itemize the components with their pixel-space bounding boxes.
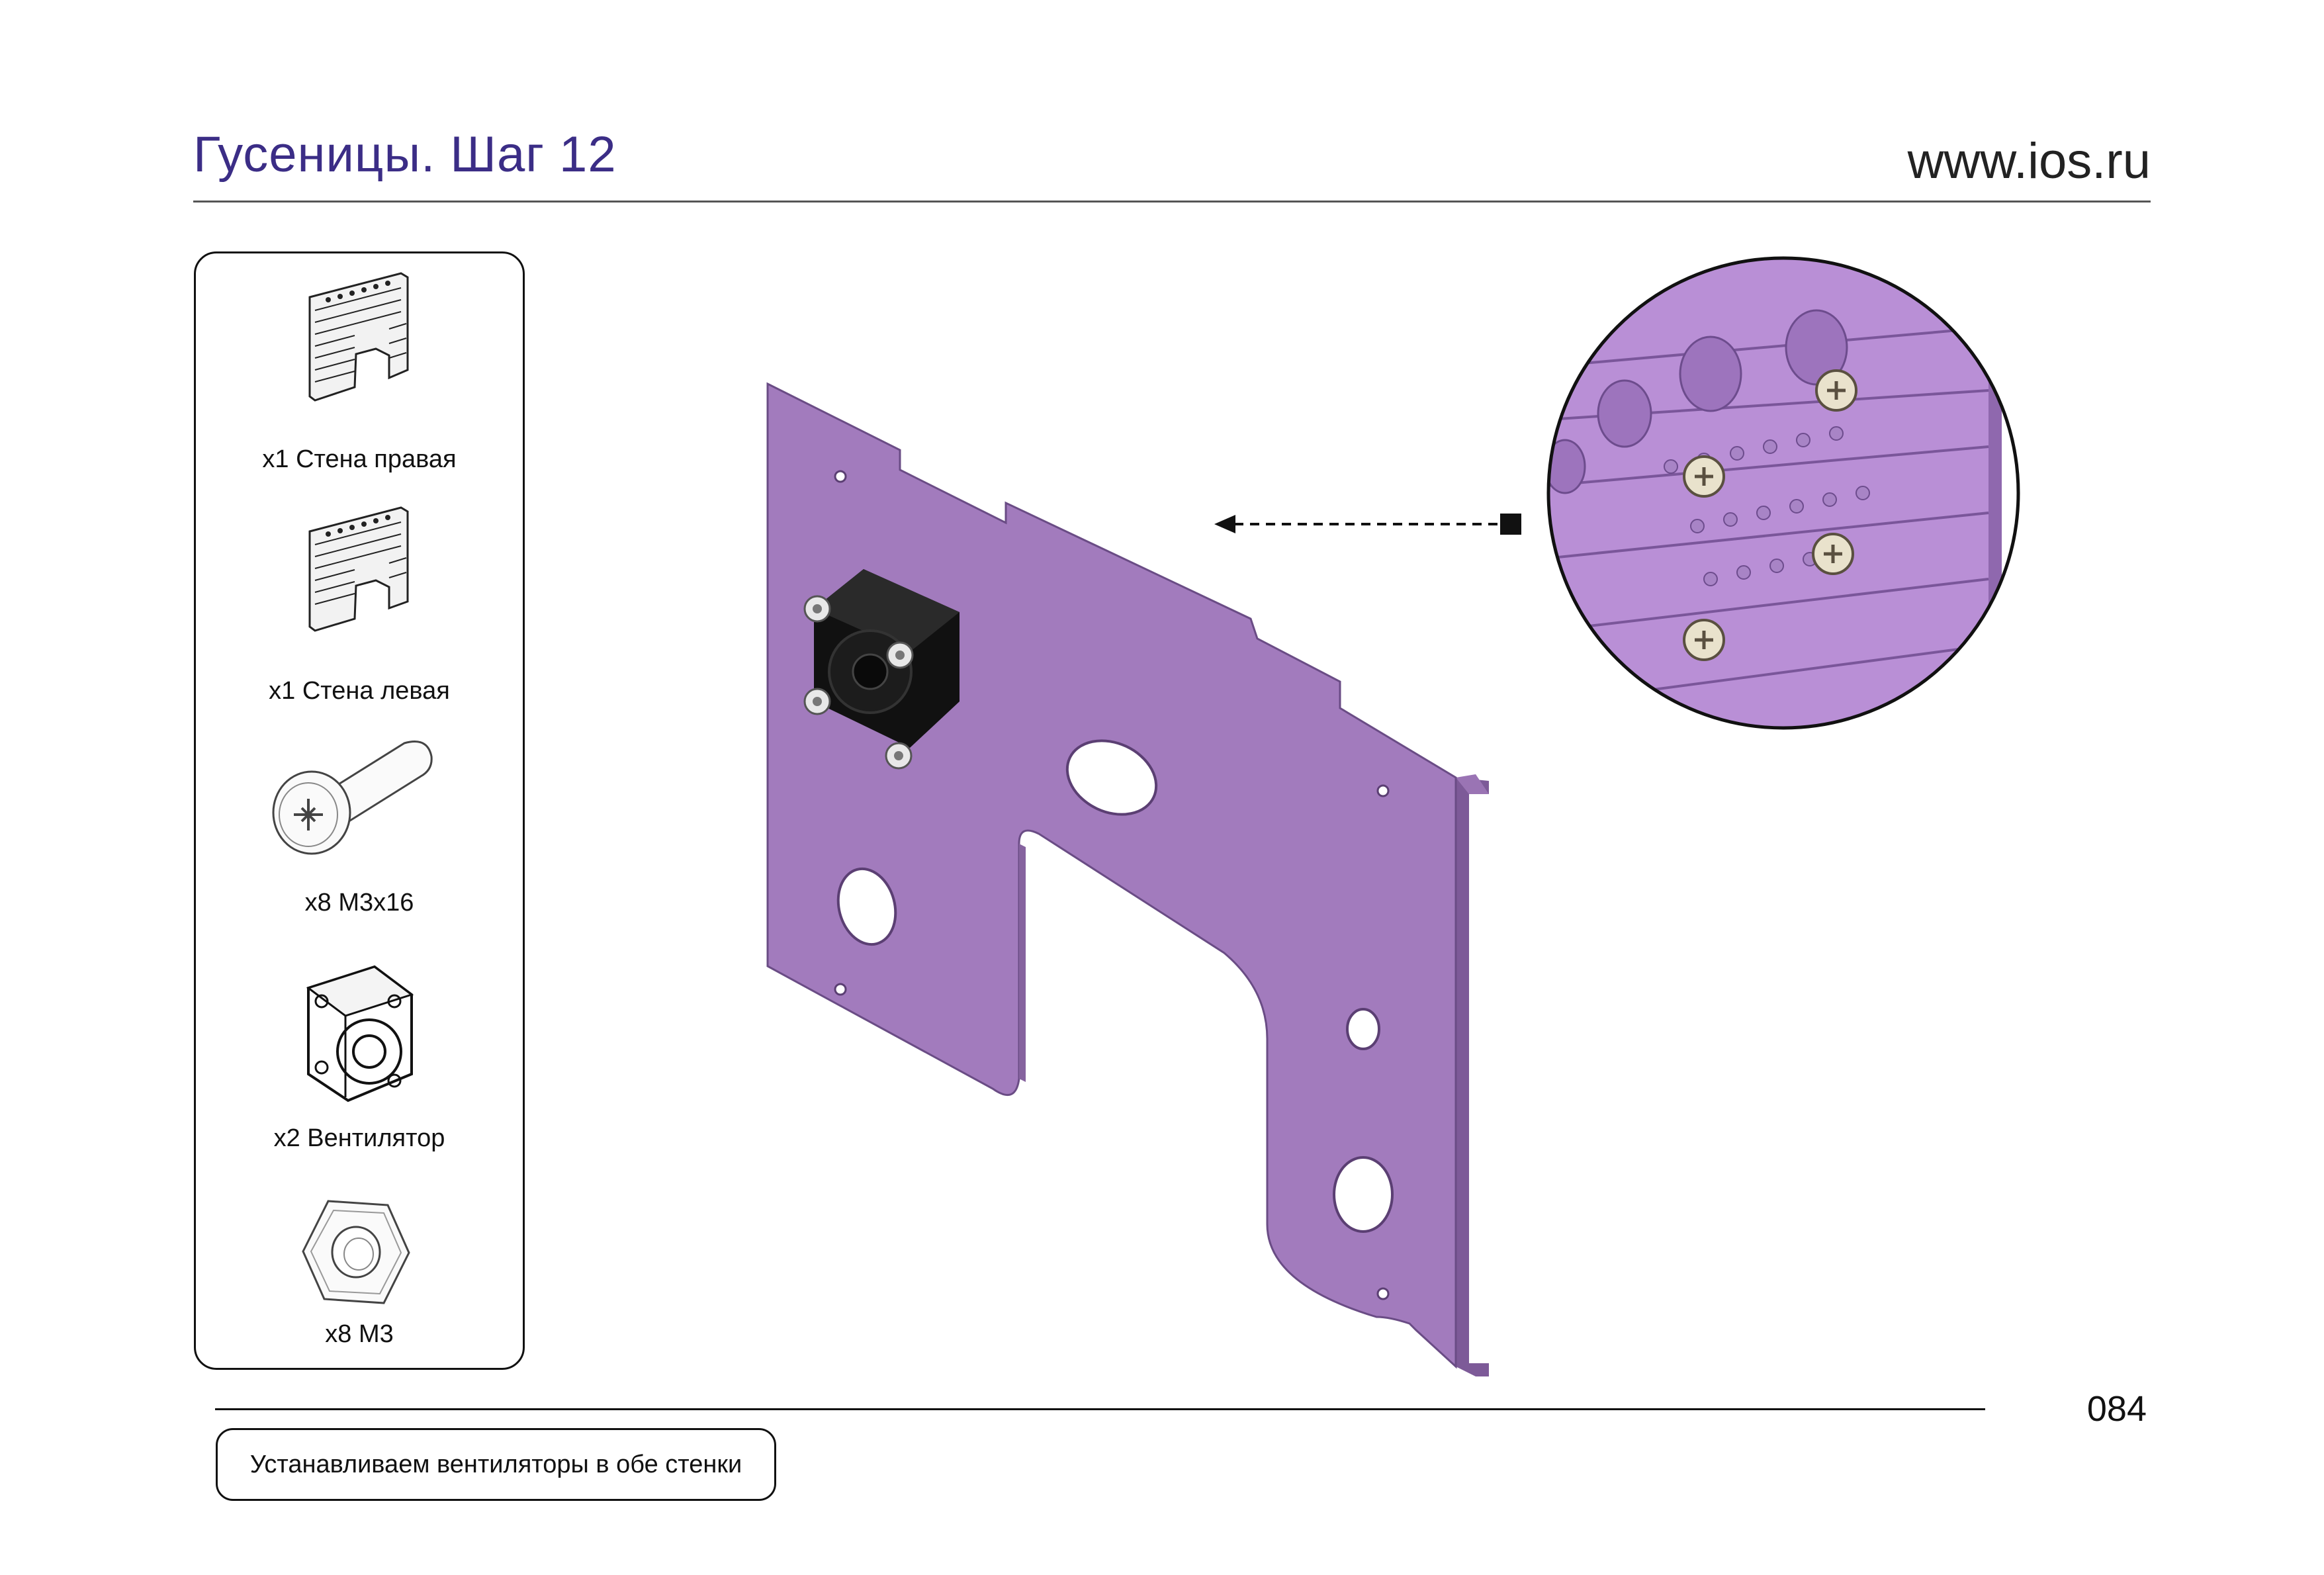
- fan-part-icon: [306, 965, 414, 1102]
- footer-divider: [215, 1408, 1985, 1410]
- part-label: x2 Вентилятор: [273, 1124, 445, 1152]
- fan-icon: [803, 569, 960, 770]
- part-label: x1 Стена левая: [269, 677, 450, 705]
- header-divider: [193, 201, 2151, 202]
- page-number: 084: [2086, 1389, 2147, 1429]
- page-title: Гусеницы. Шаг 12: [193, 126, 617, 183]
- parts-list-panel: x1 Стена правая x1 Стена левая x8 M3x16: [194, 251, 525, 1370]
- screw-head-icon: [1683, 369, 1857, 661]
- left-wall-part-icon: [308, 506, 409, 632]
- right-wall-part-icon: [308, 272, 409, 402]
- detail-arrow-icon: [1214, 514, 1521, 535]
- part-label: x8 M3x16: [304, 889, 414, 917]
- nut-part-icon: [302, 1200, 410, 1304]
- part-label: x1 Стена правая: [262, 445, 457, 473]
- step-caption: Устанавливаем вентиляторы в обе стенки: [216, 1428, 776, 1501]
- part-label: x8 M3: [325, 1320, 394, 1348]
- screw-part-icon: [272, 741, 433, 855]
- site-url: www.ios.ru: [1907, 133, 2151, 189]
- zoom-detail-view: [1546, 256, 2020, 730]
- wall-assembly-illustration: [766, 382, 1489, 1376]
